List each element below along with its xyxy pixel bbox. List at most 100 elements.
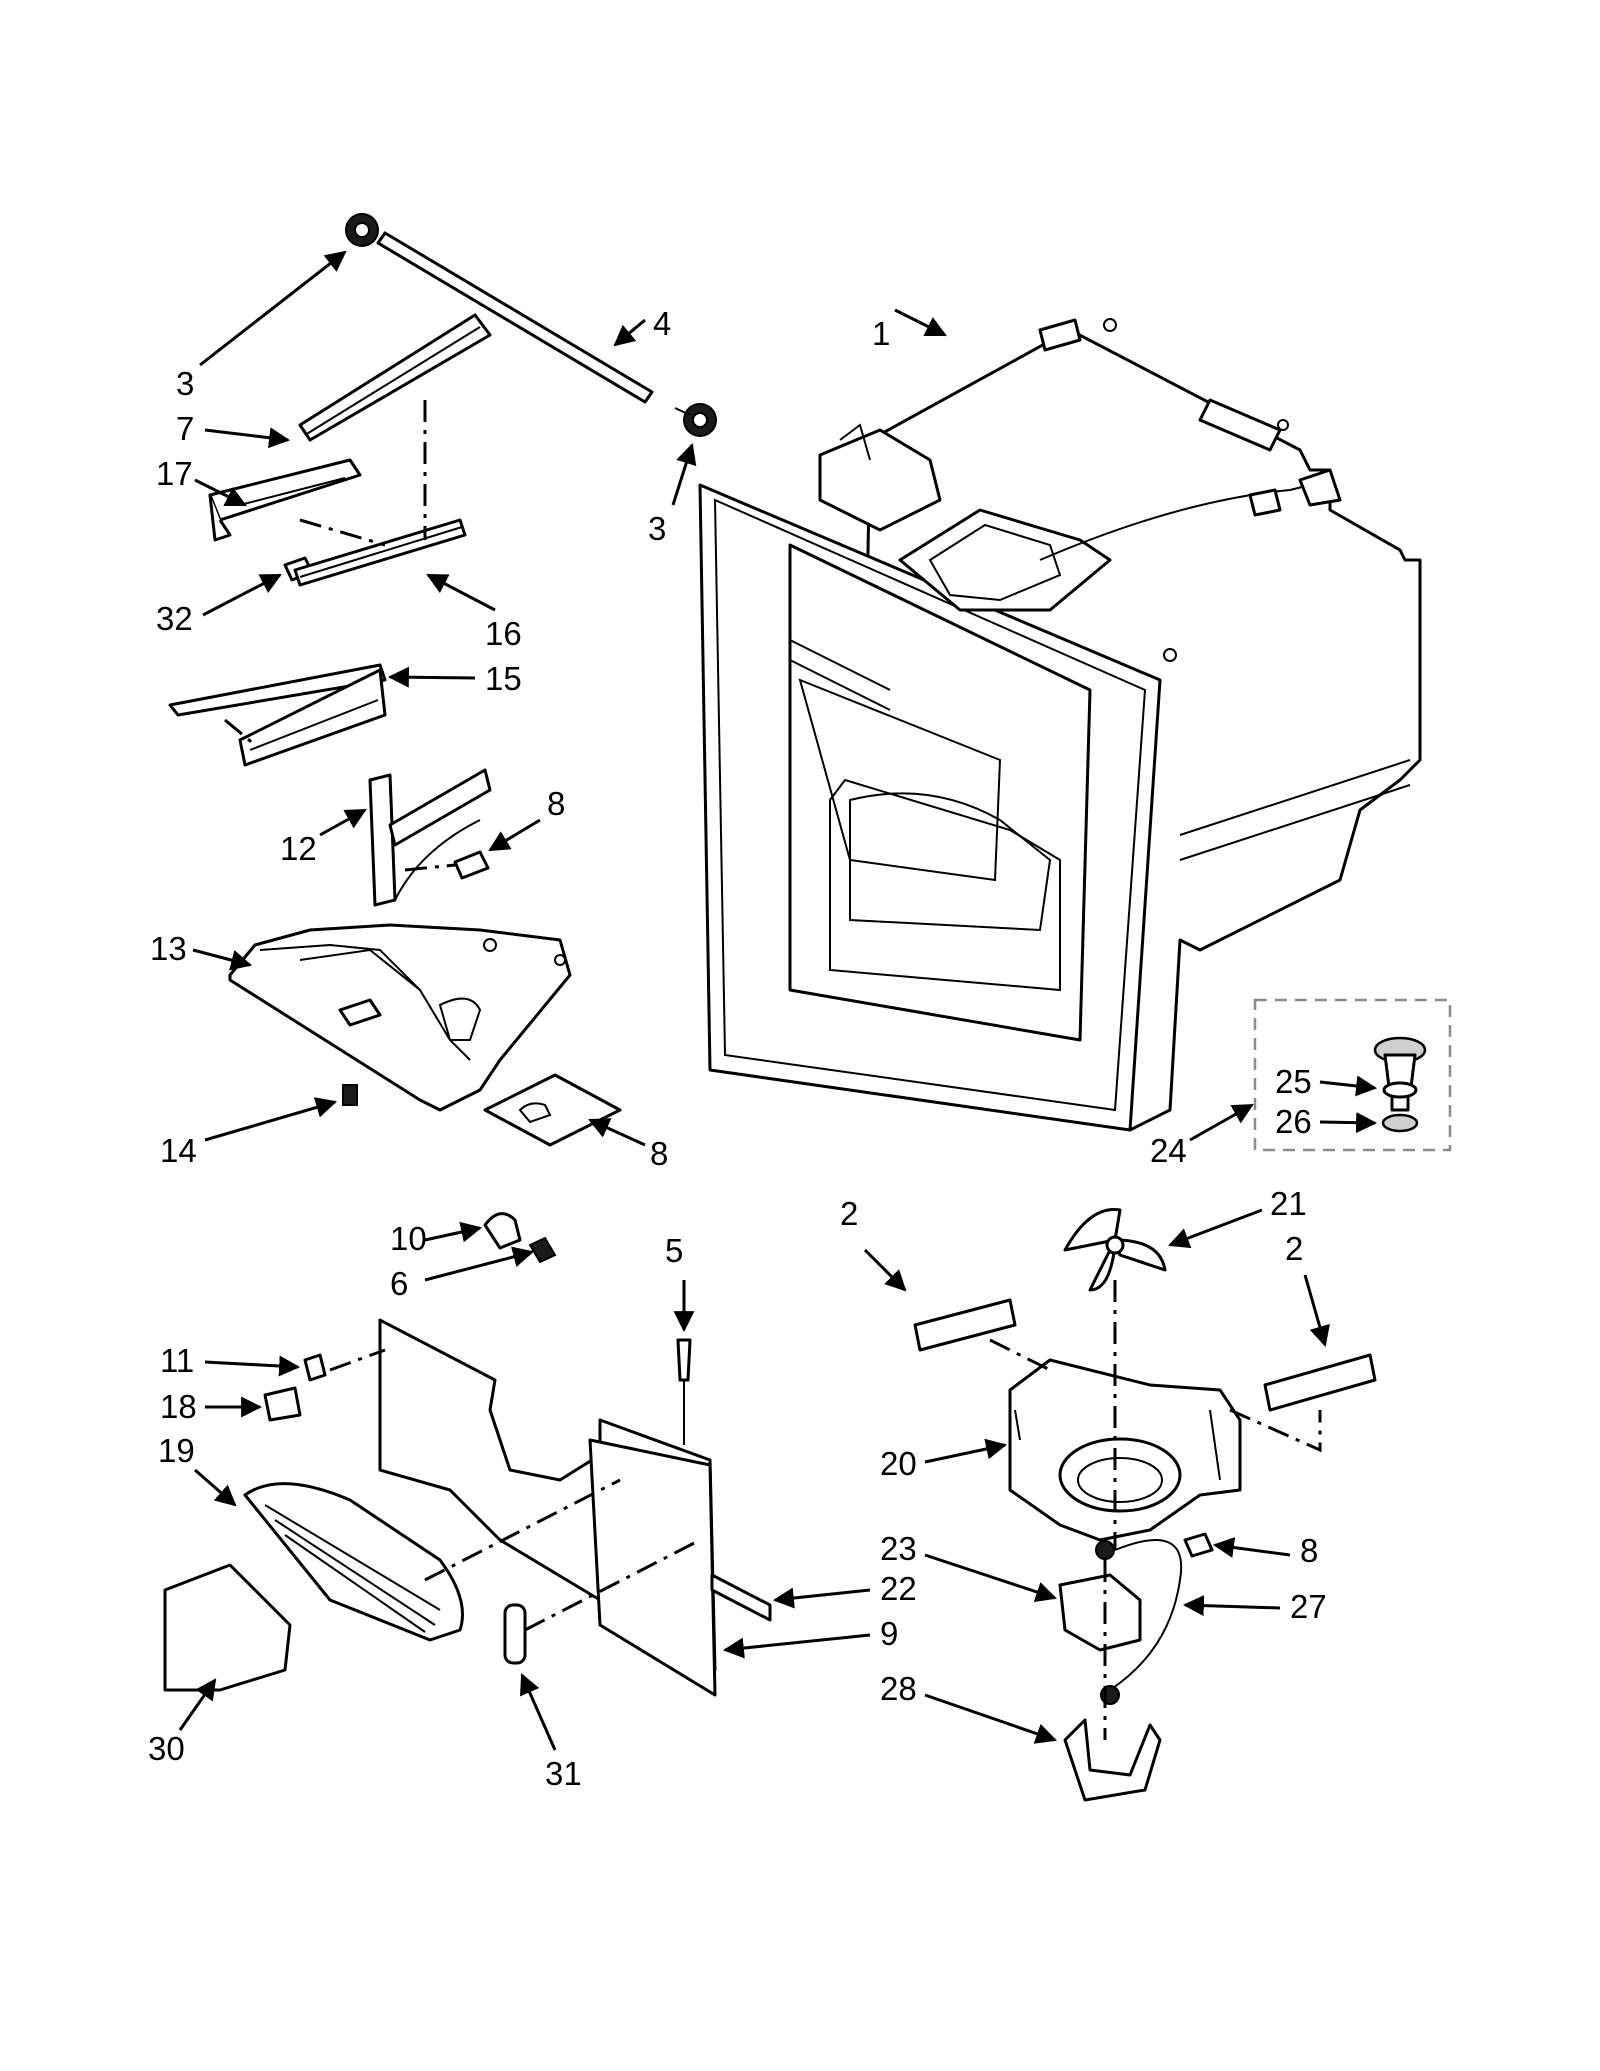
callout-12-leader: [204, 1355, 301, 1377]
callout-21-leader: [194, 478, 247, 507]
callout-23: 20: [880, 1438, 1008, 1482]
callout-30-label: 30: [148, 1730, 185, 1767]
callout-11: 9: [722, 1615, 898, 1659]
callout-9-leader: [424, 1221, 483, 1243]
callout-25-label: 27: [1290, 1588, 1327, 1625]
part-16-clip[interactable]: [342, 1084, 358, 1106]
callout-29: 26: [1275, 1103, 1378, 1140]
callout-1-label: 1: [872, 315, 890, 352]
assembly-line-12: [329, 1348, 386, 1372]
part-3-gear-right[interactable]: [674, 403, 717, 437]
callout-23-leader: [924, 1438, 1008, 1464]
part-10-gasket[interactable]: [483, 1073, 622, 1147]
part-31-clip[interactable]: [503, 1603, 527, 1665]
part-2-foam-left[interactable]: [913, 1298, 1017, 1352]
callout-16: 14: [160, 1097, 338, 1169]
callout-3a-label: 3: [176, 365, 194, 402]
callout-13: 12: [280, 808, 367, 867]
part-7-rail-cover[interactable]: [298, 313, 492, 442]
part-27-drain-fitting[interactable]: [1373, 1036, 1427, 1112]
callout-30-leader: [178, 1678, 217, 1731]
callout-8a: 8: [488, 785, 565, 852]
callout-1: 1: [872, 308, 947, 352]
assembly-line-21-19: [299, 518, 386, 547]
callout-11-label: 9: [880, 1615, 898, 1652]
callout-29-label: 26: [1275, 1103, 1312, 1140]
part-12-screw[interactable]: [303, 1353, 327, 1382]
callout-12-label: 11: [160, 1342, 194, 1379]
assembly-line-grille: [424, 1478, 621, 1582]
part-4-rod[interactable]: [376, 231, 654, 404]
callout-27: 24: [1150, 1103, 1254, 1169]
callout-29-leader: [1319, 1112, 1378, 1134]
callout-20-label: 22: [880, 1570, 917, 1607]
callout-15-label: 28: [880, 1670, 917, 1707]
callout-26: 23: [880, 1530, 1057, 1603]
part-28-ring[interactable]: [1382, 1081, 1418, 1099]
part-21-rail-bracket[interactable]: [208, 458, 362, 542]
part-13-bracket[interactable]: [368, 768, 492, 907]
callout-8b-label: 8: [1300, 1532, 1318, 1569]
part-26-fan-motor[interactable]: [1058, 1540, 1142, 1652]
callout-2a-label: 2: [840, 1195, 858, 1232]
callout-32-leader: [202, 573, 282, 617]
callout-28: 25: [1275, 1063, 1378, 1100]
callout-2b-leader: [1303, 1274, 1330, 1348]
callout-14-label: 13: [150, 930, 187, 967]
callout-30: 30: [148, 1678, 217, 1767]
callout-8b: 8: [1212, 1532, 1318, 1569]
callout-3b-leader: [671, 442, 697, 506]
part-2-foam-right[interactable]: [1263, 1353, 1377, 1412]
callout-6: 6: [390, 1246, 535, 1302]
callout-10-leader: [588, 1118, 646, 1147]
part-14-housing[interactable]: [228, 923, 572, 1112]
part-30-box[interactable]: [163, 1563, 292, 1692]
part-3-gear-left[interactable]: [345, 213, 379, 247]
callout-31: 31: [520, 1673, 582, 1792]
part-8-screw-bottom[interactable]: [1183, 1532, 1214, 1558]
callout-31-label: 31: [545, 1755, 582, 1792]
callout-10: 8: [588, 1118, 668, 1172]
part-17-bracket[interactable]: [263, 1386, 302, 1422]
callout-24-leader: [1168, 1208, 1263, 1249]
callout-8a-label: 8: [547, 785, 565, 822]
part-24-fan-blade[interactable]: [1063, 1208, 1167, 1292]
callout-7-leader: [204, 427, 291, 449]
callout-10-label: 8: [650, 1135, 668, 1172]
callout-26-leader: [924, 1553, 1057, 1603]
part-9-lamp[interactable]: [483, 1212, 522, 1250]
callout-32: 32: [156, 573, 282, 637]
part-11-evaporator-cover[interactable]: [378, 1318, 717, 1697]
callout-2a-leader: [863, 1248, 907, 1292]
callout-15-leader: [924, 1693, 1057, 1744]
assembly-line-18: [224, 718, 256, 747]
callout-24-label: 21: [1270, 1185, 1307, 1222]
part-15-bracket[interactable]: [1063, 1718, 1162, 1802]
part-5-sensor[interactable]: [676, 1338, 692, 1445]
part-22-grille[interactable]: [243, 1482, 464, 1642]
callout-16-label: 14: [160, 1132, 197, 1169]
part-8-screw-top[interactable]: [453, 850, 490, 880]
part-29-washer[interactable]: [1381, 1113, 1419, 1133]
callout-4-label: 4: [653, 305, 671, 342]
callout-21: 17: [156, 455, 247, 507]
callout-3b: 3: [648, 442, 697, 547]
callout-5: 5: [665, 1232, 695, 1333]
callout-9: 10: [390, 1220, 483, 1257]
callout-31-leader: [520, 1673, 557, 1751]
part-23-fan-shroud[interactable]: [1008, 1358, 1242, 1542]
part-6-socket[interactable]: [528, 1236, 557, 1264]
callout-27-leader: [1189, 1103, 1254, 1142]
callout-19-leader: [426, 573, 496, 612]
part-1-freezer-liner[interactable]: [698, 318, 1422, 1132]
callout-14: 13: [150, 930, 253, 971]
callout-27-label: 24: [1150, 1132, 1187, 1169]
part-19-slide-rail[interactable]: [293, 518, 467, 587]
callout-25-leader: [1182, 1595, 1281, 1617]
part-20-strip[interactable]: [710, 1573, 772, 1622]
callout-8a-leader: [488, 818, 541, 852]
callout-3a-leader: [199, 250, 347, 367]
callout-3b-label: 3: [648, 510, 666, 547]
part-18-rail[interactable]: [168, 663, 387, 767]
